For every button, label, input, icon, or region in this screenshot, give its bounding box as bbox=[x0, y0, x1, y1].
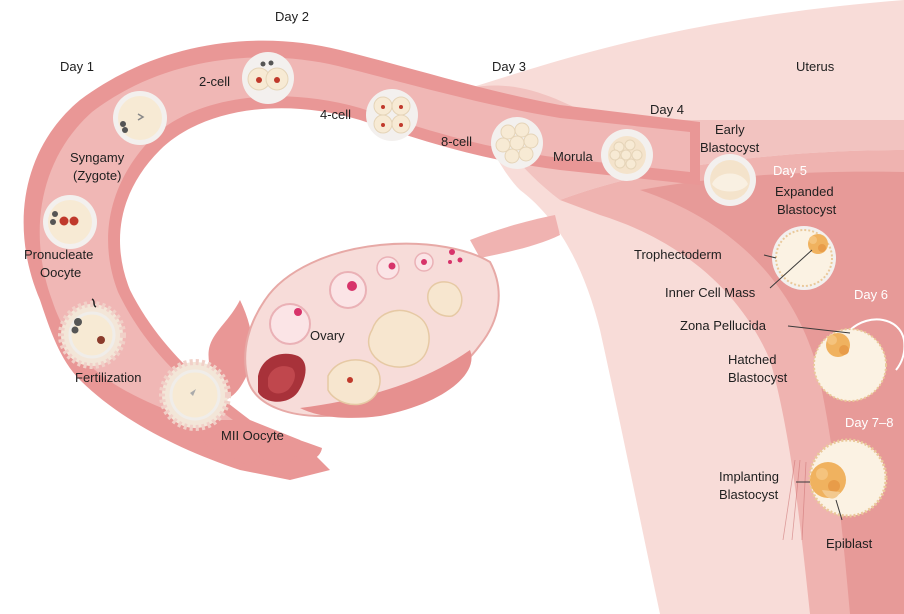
syngamy-zygote-cell bbox=[113, 91, 167, 145]
day-5-label: Day 5 bbox=[773, 163, 807, 178]
four-cell-label: 4-cell bbox=[320, 107, 351, 122]
hatched-blastocyst-label-line-1: Hatched bbox=[728, 352, 776, 367]
expanded-blastocyst-label-line-1: Expanded bbox=[775, 184, 834, 199]
inner-cell-mass-label: Inner Cell Mass bbox=[665, 285, 756, 300]
day-6-label: Day 6 bbox=[854, 287, 888, 302]
early-blastocyst-embryo bbox=[704, 154, 756, 206]
day-7-8-label: Day 7–8 bbox=[845, 415, 893, 430]
uterus-body bbox=[470, 0, 904, 614]
early-blastocyst-label-line-1: Early bbox=[715, 122, 745, 137]
syngamy-label-line-1: Syngamy bbox=[70, 150, 125, 165]
uterus-label: Uterus bbox=[796, 59, 835, 74]
eight-cell-label: 8-cell bbox=[441, 134, 472, 149]
morula-embryo bbox=[601, 129, 653, 181]
expanded-blastocyst-embryo bbox=[772, 226, 836, 290]
hatched-blastocyst-label-line-2: Blastocyst bbox=[728, 370, 788, 385]
pronucleate-label-line-1: Pronucleate bbox=[24, 247, 93, 262]
early-blastocyst-label-line-2: Blastocyst bbox=[700, 140, 760, 155]
two-cell-embryo bbox=[242, 52, 294, 104]
ovary bbox=[245, 244, 499, 418]
mii-oocyte-label: MII Oocyte bbox=[221, 428, 284, 443]
trophectoderm-label: Trophectoderm bbox=[634, 247, 722, 262]
implanting-blastocyst-label-line-1: Implanting bbox=[719, 469, 779, 484]
mii-oocyte-cell bbox=[162, 362, 228, 428]
day-1-label: Day 1 bbox=[60, 59, 94, 74]
pronucleate-label-line-2: Oocyte bbox=[40, 265, 81, 280]
expanded-blastocyst-label-line-2: Blastocyst bbox=[777, 202, 837, 217]
day-4-label: Day 4 bbox=[650, 102, 684, 117]
ovary-label: Ovary bbox=[310, 328, 345, 343]
day-3-label: Day 3 bbox=[492, 59, 526, 74]
four-cell-embryo bbox=[366, 89, 418, 141]
zona-pellucida-label: Zona Pellucida bbox=[680, 318, 767, 333]
syngamy-label-line-2: (Zygote) bbox=[73, 168, 121, 183]
day-2-label: Day 2 bbox=[275, 9, 309, 24]
epiblast-label: Epiblast bbox=[826, 536, 873, 551]
eight-cell-embryo bbox=[491, 117, 543, 169]
morula-label: Morula bbox=[553, 149, 594, 164]
two-cell-label: 2-cell bbox=[199, 74, 230, 89]
implanting-blastocyst-label-line-2: Blastocyst bbox=[719, 487, 779, 502]
pronucleate-oocyte-cell bbox=[43, 195, 97, 249]
fertilization-label: Fertilization bbox=[75, 370, 141, 385]
